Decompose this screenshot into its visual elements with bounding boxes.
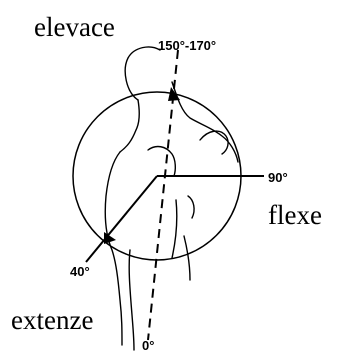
shoulder-slope-outline: [172, 82, 238, 162]
neck-outline: [120, 100, 139, 152]
horizontal-angle-label: 90°: [268, 170, 288, 185]
flexion-label: flexe: [268, 200, 322, 230]
back-detail-outline: [148, 147, 175, 176]
torso-lower-outline: [184, 236, 190, 280]
elevation-angle-label: 150°-170°: [158, 38, 216, 53]
elevation-label: elevace: [34, 12, 115, 42]
extension-40-line: [86, 176, 157, 262]
back-mark-outline: [188, 196, 194, 218]
extension-angle-label: 40°: [70, 264, 90, 279]
arm-inner-outline: [129, 250, 134, 350]
extension-label: extenze: [11, 305, 93, 335]
zero-angle-label: 0°: [142, 338, 154, 353]
torso-side-outline: [172, 200, 177, 258]
scapula-outline: [200, 131, 228, 154]
